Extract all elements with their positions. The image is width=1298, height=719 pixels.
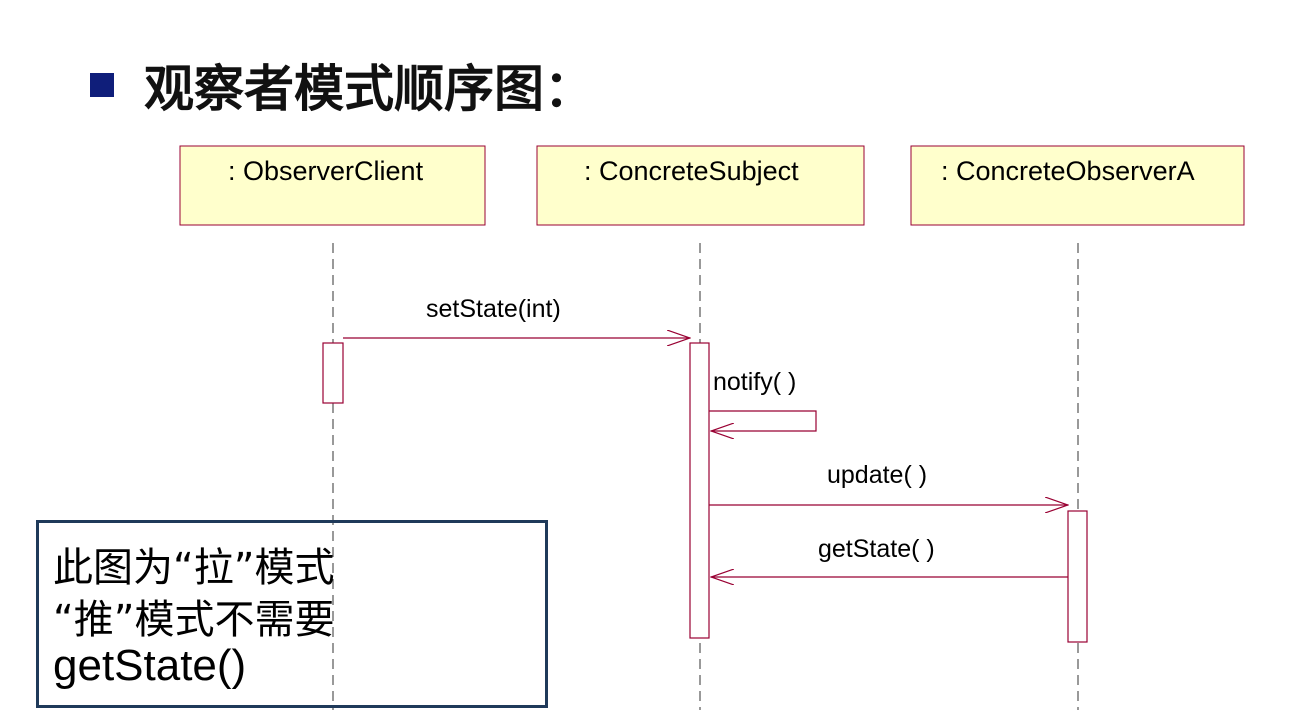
note-box: 此图为“拉”模式 “推”模式不需要 getState() (36, 520, 548, 708)
lifeline-concretesubject[interactable]: : ConcreteSubject (536, 145, 865, 226)
message-setstate: setState(int) (343, 295, 690, 338)
lifeline-concreteobservera[interactable]: : ConcreteObserverA (910, 145, 1245, 226)
message-notify: notify( ) (709, 368, 817, 431)
activation-concreteobservera (1067, 510, 1088, 643)
title-text: 观察者模式顺序图： (144, 60, 594, 118)
note-line-3: getState() (53, 641, 247, 690)
lifeline-observerclient-name: : ObserverClient (228, 156, 424, 186)
lifeline-concreteobservera-box (910, 145, 1245, 226)
lifeline-concretesubject-box (536, 145, 865, 226)
square-bullet-icon (90, 73, 114, 97)
message-notify-arrow (709, 410, 817, 431)
message-update-label: update( ) (827, 461, 927, 489)
message-setstate-label: setState(int) (426, 295, 561, 323)
lifeline-observerclient[interactable]: : ObserverClient (179, 145, 486, 226)
lifeline-concreteobservera-name: : ConcreteObserverA (941, 156, 1195, 186)
message-getstate: getState( ) (711, 535, 1068, 577)
activation-concretesubject (689, 342, 710, 639)
note-line-1: 此图为“拉”模式 (53, 545, 335, 591)
lifeline-concretesubject-name: : ConcreteSubject (584, 156, 799, 186)
message-getstate-label: getState( ) (818, 535, 935, 563)
activation-observerclient (322, 342, 344, 404)
message-notify-label: notify( ) (713, 368, 796, 396)
note-line-2: “推”模式不需要 (53, 597, 335, 643)
lifeline-observerclient-box (179, 145, 486, 226)
message-update: update( ) (709, 461, 1068, 505)
slide-title: 观察者模式顺序图： (90, 50, 594, 120)
